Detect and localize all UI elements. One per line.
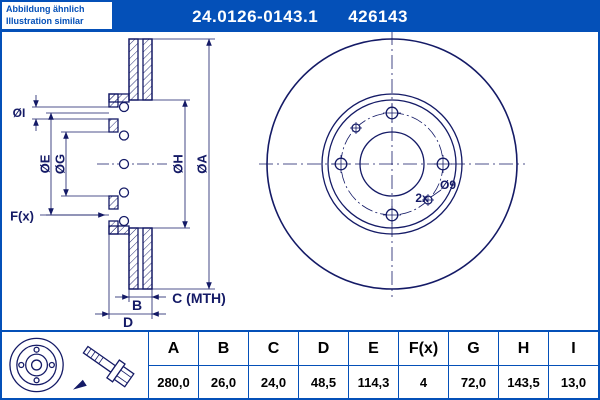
note-line-en: Illustration similar xyxy=(6,16,84,27)
note-line-de: Abbildung ähnlich xyxy=(6,4,85,14)
table-header-a: A xyxy=(148,332,198,366)
dim-label-dia-e: ØE xyxy=(37,154,53,174)
brake-disc-icon xyxy=(9,337,64,393)
table-header-h: H xyxy=(498,332,548,366)
reference-number: 426143 xyxy=(348,7,408,26)
table-header-fx: F(x) xyxy=(398,332,448,366)
table-header-e: E xyxy=(348,332,398,366)
table-value-a: 280,0 xyxy=(148,366,198,398)
direction-arrow-icon xyxy=(73,379,87,390)
dimensions-table: A B C D E F(x) G H I 280,0 26,0 24,0 48,… xyxy=(2,330,598,398)
product-icons-cell xyxy=(2,332,148,398)
dim-label-c-mth: C (MTH) xyxy=(172,290,226,306)
dim-label-f: F(x) xyxy=(10,208,34,224)
mounting-bolt-icon xyxy=(73,345,135,390)
dim-label-dia-g: ØG xyxy=(52,153,68,175)
table-value-i: 13,0 xyxy=(548,366,598,398)
table-value-d: 48,5 xyxy=(298,366,348,398)
dim-label-dia-a: ØA xyxy=(194,154,210,174)
table-header-b: B xyxy=(198,332,248,366)
table-header-i: I xyxy=(548,332,598,366)
table-value-g: 72,0 xyxy=(448,366,498,398)
table-header-d: D xyxy=(298,332,348,366)
dim-label-dia-h: ØH xyxy=(170,154,186,174)
table-value-b: 26,0 xyxy=(198,366,248,398)
table-value-h: 143,5 xyxy=(498,366,548,398)
dim-label-d: D xyxy=(122,314,134,330)
illustration-note: Abbildung ähnlich Illustration similar xyxy=(2,2,112,29)
table-header-g: G xyxy=(448,332,498,366)
hole-diameter-label: Ø9 xyxy=(439,178,457,192)
table-value-fx: 4 xyxy=(398,366,448,398)
part-number: 24.0126-0143.1 xyxy=(192,7,319,26)
hole-count-label: 2x xyxy=(415,191,429,205)
table-value-c: 24,0 xyxy=(248,366,298,398)
table-value-e: 114,3 xyxy=(348,366,398,398)
dim-label-dia-i: ØI xyxy=(12,106,26,120)
dim-label-b: B xyxy=(131,297,143,313)
table-header-c: C xyxy=(248,332,298,366)
